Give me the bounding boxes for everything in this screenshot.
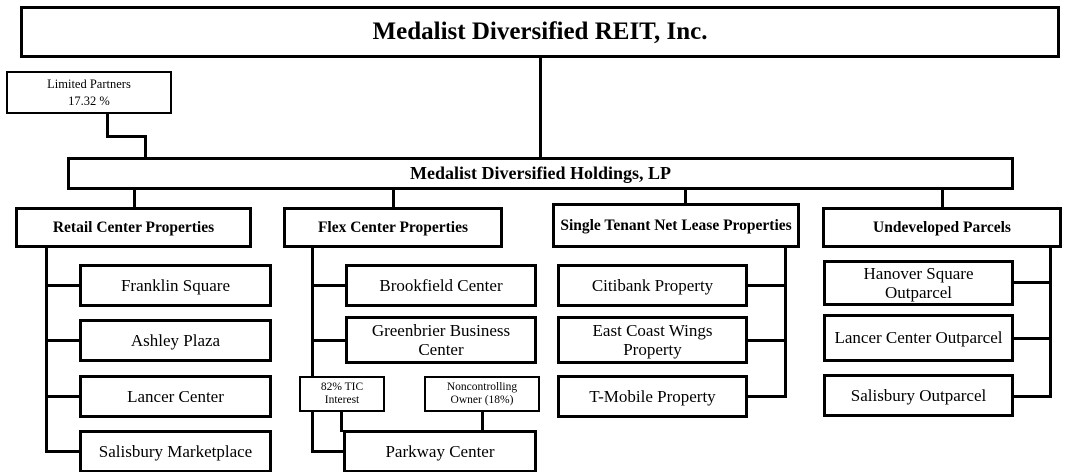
node-noncontrolling-owner[interactable]: Noncontrolling Owner (18%)	[424, 376, 540, 412]
node-franklin-square-label: Franklin Square	[120, 275, 231, 295]
connector-single-tenant-spine	[784, 247, 787, 398]
node-retail-center-properties-label: Retail Center Properties	[52, 218, 215, 236]
connector-single-tenant-stub-3	[748, 395, 787, 398]
connector-flex-spine	[311, 247, 314, 453]
connector-undeveloped-stub-2	[1014, 337, 1052, 340]
node-parkway-center-label: Parkway Center	[385, 441, 495, 461]
node-limited-partners-label: Limited Partners	[47, 77, 131, 91]
node-east-coast-wings-property-label: East Coast Wings Property	[592, 320, 713, 359]
node-franklin-square[interactable]: Franklin Square	[79, 264, 272, 307]
connector-holdings-to-undeveloped	[941, 189, 944, 208]
node-hanover-square-outparcel[interactable]: Hanover Square Outparcel	[823, 260, 1014, 306]
node-greenbrier-business-center-label: Greenbrier Business Center	[371, 320, 511, 359]
connector-undeveloped-stub-3	[1014, 395, 1052, 398]
node-retail-center-properties[interactable]: Retail Center Properties	[15, 207, 252, 248]
node-lancer-center-outparcel-label: Lancer Center Outparcel	[834, 328, 1003, 348]
node-noncontrolling-owner-label: Noncontrolling Owner (18%)	[446, 381, 518, 406]
node-lancer-center[interactable]: Lancer Center	[79, 375, 272, 418]
node-tic-interest-label: 82% TIC Interest	[320, 381, 364, 406]
connector-lp-across	[106, 135, 147, 138]
node-flex-center-properties[interactable]: Flex Center Properties	[283, 207, 503, 248]
node-lancer-center-outparcel[interactable]: Lancer Center Outparcel	[823, 314, 1014, 362]
node-undeveloped-parcels-label: Undeveloped Parcels	[873, 218, 1011, 236]
node-limited-partners-percent: 17.32 %	[68, 94, 110, 108]
connector-retail-stub-1	[45, 284, 80, 287]
node-tmobile-property[interactable]: T-Mobile Property	[557, 375, 748, 418]
node-undeveloped-parcels[interactable]: Undeveloped Parcels	[822, 207, 1062, 248]
connector-holdings-to-flex	[392, 189, 395, 208]
node-ashley-plaza-label: Ashley Plaza	[130, 330, 221, 350]
connector-single-tenant-stub-1	[748, 284, 787, 287]
node-parkway-center[interactable]: Parkway Center	[343, 430, 537, 472]
node-medalist-reit[interactable]: Medalist Diversified REIT, Inc.	[20, 6, 1060, 58]
connector-holdings-to-retail	[133, 189, 136, 208]
node-citibank-property[interactable]: Citibank Property	[557, 264, 748, 307]
node-salisbury-marketplace[interactable]: Salisbury Marketplace	[79, 430, 272, 472]
node-lancer-center-label: Lancer Center	[127, 386, 224, 406]
connector-lp-down	[106, 113, 109, 137]
node-single-tenant-net-lease-properties-label: Single Tenant Net Lease Properties	[560, 216, 792, 234]
node-medalist-holdings-lp[interactable]: Medalist Diversified Holdings, LP	[67, 157, 1014, 190]
connector-tic-down	[340, 412, 343, 432]
node-single-tenant-net-lease-properties[interactable]: Single Tenant Net Lease Properties	[552, 203, 800, 248]
node-limited-partners[interactable]: Limited Partners 17.32 %	[6, 71, 172, 114]
node-tic-interest[interactable]: 82% TIC Interest	[299, 376, 385, 412]
node-salisbury-outparcel[interactable]: Salisbury Outparcel	[823, 374, 1014, 417]
node-tmobile-property-label: T-Mobile Property	[589, 386, 716, 406]
connector-retail-stub-3	[45, 395, 80, 398]
connector-lp-into-holdings	[144, 135, 147, 158]
node-greenbrier-business-center[interactable]: Greenbrier Business Center	[345, 316, 537, 364]
node-medalist-reit-label: Medalist Diversified REIT, Inc.	[372, 18, 708, 45]
node-flex-center-properties-label: Flex Center Properties	[317, 218, 469, 236]
connector-single-tenant-stub-2	[748, 339, 787, 342]
node-brookfield-center-label: Brookfield Center	[379, 275, 503, 295]
connector-reit-to-holdings	[539, 58, 542, 158]
connector-retail-spine	[45, 247, 48, 453]
node-medalist-holdings-lp-label: Medalist Diversified Holdings, LP	[410, 163, 671, 184]
connector-undeveloped-stub-1	[1014, 281, 1052, 284]
connector-flex-stub-parkway	[311, 450, 346, 453]
connector-retail-stub-2	[45, 339, 80, 342]
connector-noncontrolling-down	[481, 412, 484, 433]
node-salisbury-marketplace-label: Salisbury Marketplace	[98, 441, 253, 461]
connector-undeveloped-spine	[1049, 247, 1052, 398]
connector-flex-stub-2	[311, 339, 346, 342]
connector-retail-stub-4	[45, 450, 80, 453]
node-salisbury-outparcel-label: Salisbury Outparcel	[850, 385, 987, 405]
node-brookfield-center[interactable]: Brookfield Center	[345, 264, 537, 307]
node-hanover-square-outparcel-label: Hanover Square Outparcel	[863, 263, 974, 302]
node-east-coast-wings-property[interactable]: East Coast Wings Property	[557, 316, 748, 364]
node-citibank-property-label: Citibank Property	[591, 275, 714, 295]
connector-holdings-to-single-tenant	[684, 189, 687, 208]
node-ashley-plaza[interactable]: Ashley Plaza	[79, 319, 272, 362]
connector-flex-stub-1	[311, 284, 346, 287]
